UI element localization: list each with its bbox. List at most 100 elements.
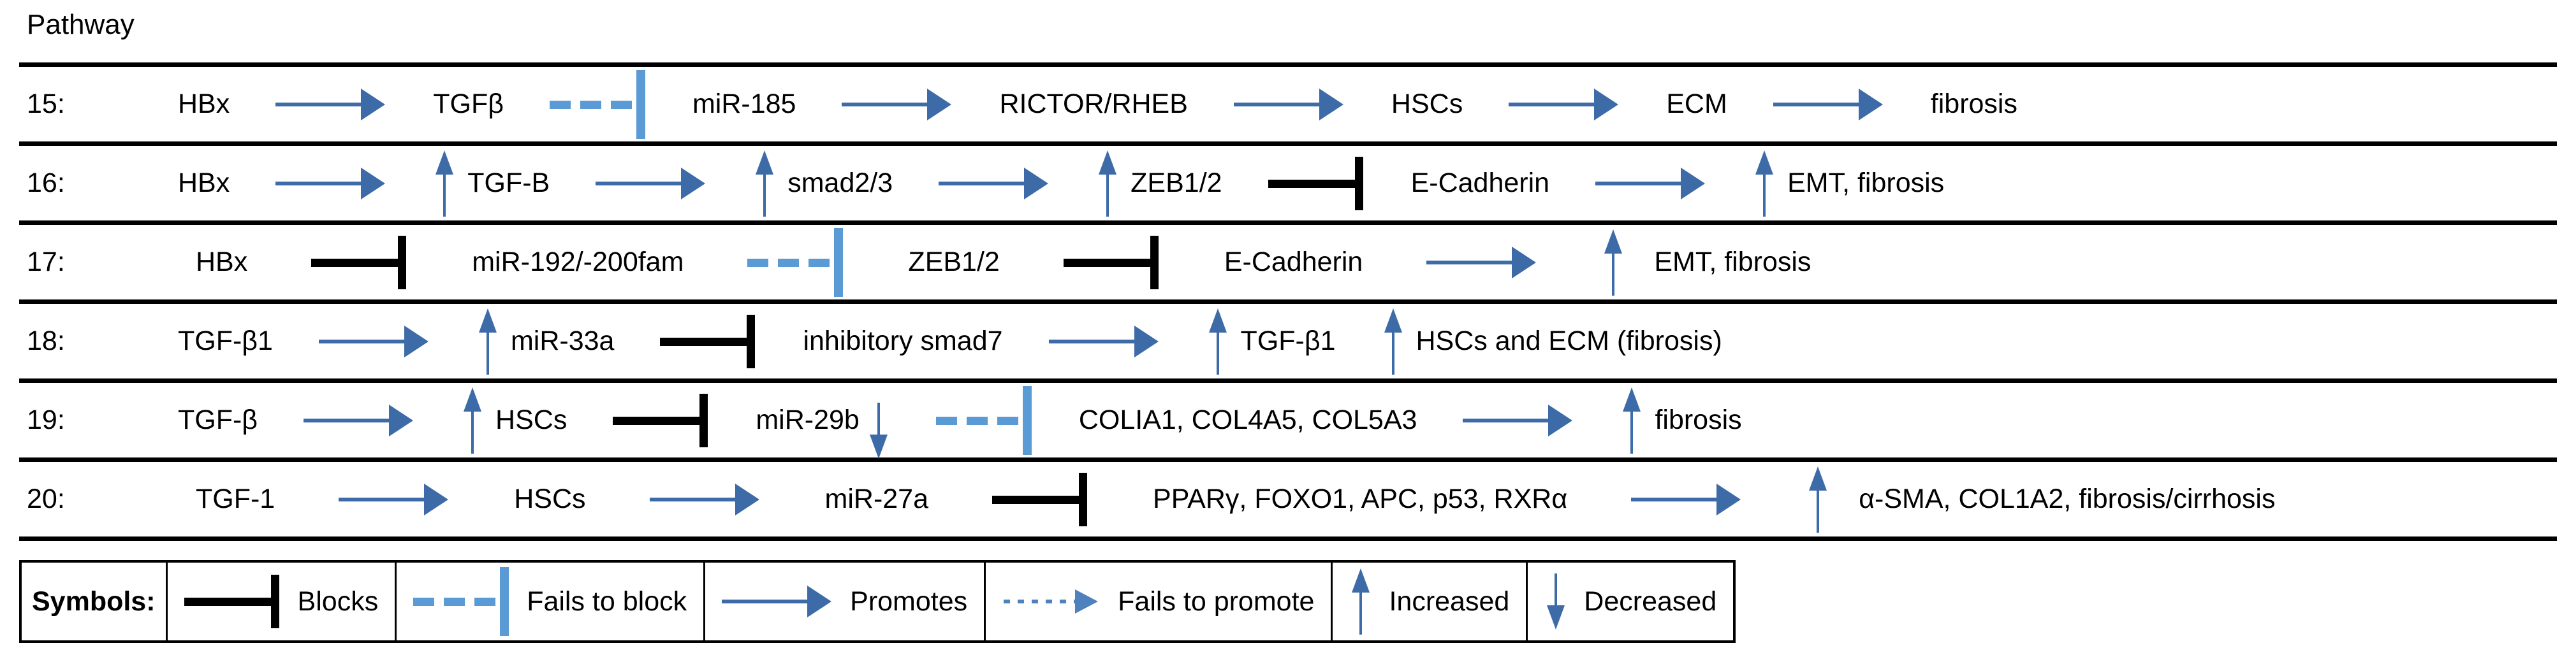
promotes-arrow-icon bbox=[1773, 84, 1885, 125]
increased-arrow-icon bbox=[1806, 466, 1829, 533]
pathway-node-label: TGF-β bbox=[178, 405, 258, 435]
blocks-bar-icon bbox=[613, 389, 710, 452]
pathway-row-20: 20: TGF-1 HSCs miR-27a PPARγ, FOXO1, APC, p5… bbox=[19, 457, 2557, 536]
promotes-arrow-icon bbox=[318, 321, 430, 362]
legend-label: Decreased bbox=[1584, 586, 1717, 617]
pathway-node-label: COLIA1, COL4A5, COL5A3 bbox=[1078, 405, 1417, 435]
pathway-node-label: miR-33a bbox=[510, 326, 615, 356]
pathway-row-16: 16: HBx TGF-B smad2/3 ZEB1/2 E-Cadherin EMT, f… bbox=[19, 141, 2557, 220]
pathway-node-label: HBx bbox=[196, 247, 248, 277]
pathway-node-label: TGF-β1 bbox=[178, 326, 273, 356]
pathway-node-label: PPARγ, FOXO1, APC, p53, RXRα bbox=[1153, 484, 1568, 514]
blocks-bar-icon bbox=[311, 231, 408, 294]
promotes-arrow-icon bbox=[1509, 84, 1620, 125]
decreased-arrow-icon bbox=[867, 402, 890, 459]
pathway-node-label: HSCs bbox=[495, 405, 567, 435]
promotes-arrow-icon bbox=[1048, 321, 1160, 362]
promotes-arrow-icon bbox=[304, 400, 415, 441]
pathway-number: 18: bbox=[27, 326, 65, 356]
blocks-bar-icon bbox=[660, 310, 757, 373]
increased-arrow-icon bbox=[1382, 308, 1405, 375]
pathway-rows: 15: HBx TGFβ miR-185 RICTOR/RHEB HSCs ECM fibro… bbox=[19, 62, 2557, 541]
pathway-node-label: smad2/3 bbox=[787, 168, 893, 198]
pathway-row-19: 19: TGF-β HSCs miR-29b COLIA1, COL4A5, COL5A… bbox=[19, 378, 2557, 459]
legend-item-up: Increased bbox=[1333, 563, 1528, 640]
pathway-node-label: E-Cadherin bbox=[1224, 247, 1363, 277]
blocks-bar-icon bbox=[1268, 152, 1365, 215]
legend-item-fails-promote: Fails to promote bbox=[986, 563, 1333, 640]
promotes-arrow-icon bbox=[1426, 242, 1538, 283]
pathway-node-label: α-SMA, COL1A2, fibrosis/cirrhosis bbox=[1859, 484, 2276, 514]
pathway-node-label: inhibitory smad7 bbox=[803, 326, 1003, 356]
pathway-row-17: 17: HBx miR-192/-200fam ZEB1/2 E-Cadherin EMT… bbox=[19, 220, 2557, 299]
pathway-node-label: ZEB1/2 bbox=[908, 247, 1000, 277]
promotes-arrow-icon bbox=[275, 163, 387, 204]
promotes-arrow-icon bbox=[275, 84, 387, 125]
pathway-node-label: fibrosis bbox=[1930, 89, 2017, 119]
pathway-node-label: miR-27a bbox=[824, 484, 929, 514]
legend-item-promotes: Promotes bbox=[705, 563, 986, 640]
fails-to-block-icon bbox=[549, 69, 647, 140]
blocks-bar-icon bbox=[184, 570, 281, 633]
decreased-arrow-icon bbox=[1544, 573, 1567, 630]
fails-to-block-icon bbox=[935, 385, 1033, 456]
fails-to-block-icon bbox=[413, 566, 510, 637]
increased-arrow-icon bbox=[476, 308, 499, 375]
symbols-legend: Symbols: Blocks Fails to block Promotes Fai… bbox=[19, 560, 1736, 643]
pathway-node-label: TGF-B bbox=[467, 168, 550, 198]
legend-label: Fails to promote bbox=[1118, 586, 1315, 617]
pathway-node-label: HSCs bbox=[514, 484, 586, 514]
promotes-arrow-icon bbox=[1233, 84, 1345, 125]
promotes-arrow-icon bbox=[722, 581, 833, 622]
table-header-pathway: Pathway bbox=[27, 9, 135, 40]
fails-to-promote-icon bbox=[1002, 584, 1101, 619]
pathway-node-label: miR-192/-200fam bbox=[472, 247, 684, 277]
increased-arrow-icon bbox=[461, 387, 484, 454]
pathway-node-label: TGF-1 bbox=[196, 484, 275, 514]
legend-item-down: Decreased bbox=[1528, 563, 1733, 640]
fails-to-block-icon bbox=[747, 227, 844, 298]
pathway-node-label: miR-29b bbox=[756, 405, 860, 435]
promotes-arrow-icon bbox=[596, 163, 707, 204]
promotes-arrow-icon bbox=[1631, 479, 1743, 520]
promotes-arrow-icon bbox=[339, 479, 450, 520]
increased-arrow-icon bbox=[1206, 308, 1229, 375]
pathway-node-label: HBx bbox=[178, 168, 230, 198]
increased-arrow-icon bbox=[433, 150, 456, 217]
promotes-arrow-icon bbox=[1595, 163, 1707, 204]
pathway-number: 19: bbox=[27, 405, 65, 435]
pathway-number: 17: bbox=[27, 247, 65, 277]
pathway-number: 15: bbox=[27, 89, 65, 119]
increased-arrow-icon bbox=[1349, 568, 1372, 635]
pathway-number: 20: bbox=[27, 484, 65, 514]
legend-item-fails-block: Fails to block bbox=[397, 563, 706, 640]
pathway-node-label: EMT, fibrosis bbox=[1787, 168, 1945, 198]
pathway-node-label: RICTOR/RHEB bbox=[999, 89, 1188, 119]
promotes-arrow-icon bbox=[1463, 400, 1574, 441]
pathway-node-label: miR-185 bbox=[692, 89, 796, 119]
increased-arrow-icon bbox=[1602, 229, 1625, 296]
increased-arrow-icon bbox=[1096, 150, 1119, 217]
increased-arrow-icon bbox=[753, 150, 776, 217]
pathway-node-label: TGFβ bbox=[433, 89, 504, 119]
pathway-node-label: fibrosis bbox=[1655, 405, 1742, 435]
pathway-number: 16: bbox=[27, 168, 65, 198]
pathway-node-label: HBx bbox=[178, 89, 230, 119]
increased-arrow-icon bbox=[1753, 150, 1776, 217]
pathway-node-label: EMT, fibrosis bbox=[1654, 247, 1811, 277]
pathway-node-label: ZEB1/2 bbox=[1131, 168, 1222, 198]
legend-label: Blocks bbox=[297, 586, 379, 617]
promotes-arrow-icon bbox=[939, 163, 1050, 204]
blocks-bar-icon bbox=[1063, 231, 1160, 294]
promotes-arrow-icon bbox=[842, 84, 953, 125]
pathway-node-label: HSCs and ECM (fibrosis) bbox=[1416, 326, 1722, 356]
pathway-node-label: E-Cadherin bbox=[1410, 168, 1550, 198]
legend-label: Increased bbox=[1389, 586, 1510, 617]
legend-label: Promotes bbox=[850, 586, 968, 617]
legend-label: Fails to block bbox=[527, 586, 687, 617]
pathway-node-label: ECM bbox=[1666, 89, 1727, 119]
legend-heading: Symbols: bbox=[32, 586, 156, 617]
